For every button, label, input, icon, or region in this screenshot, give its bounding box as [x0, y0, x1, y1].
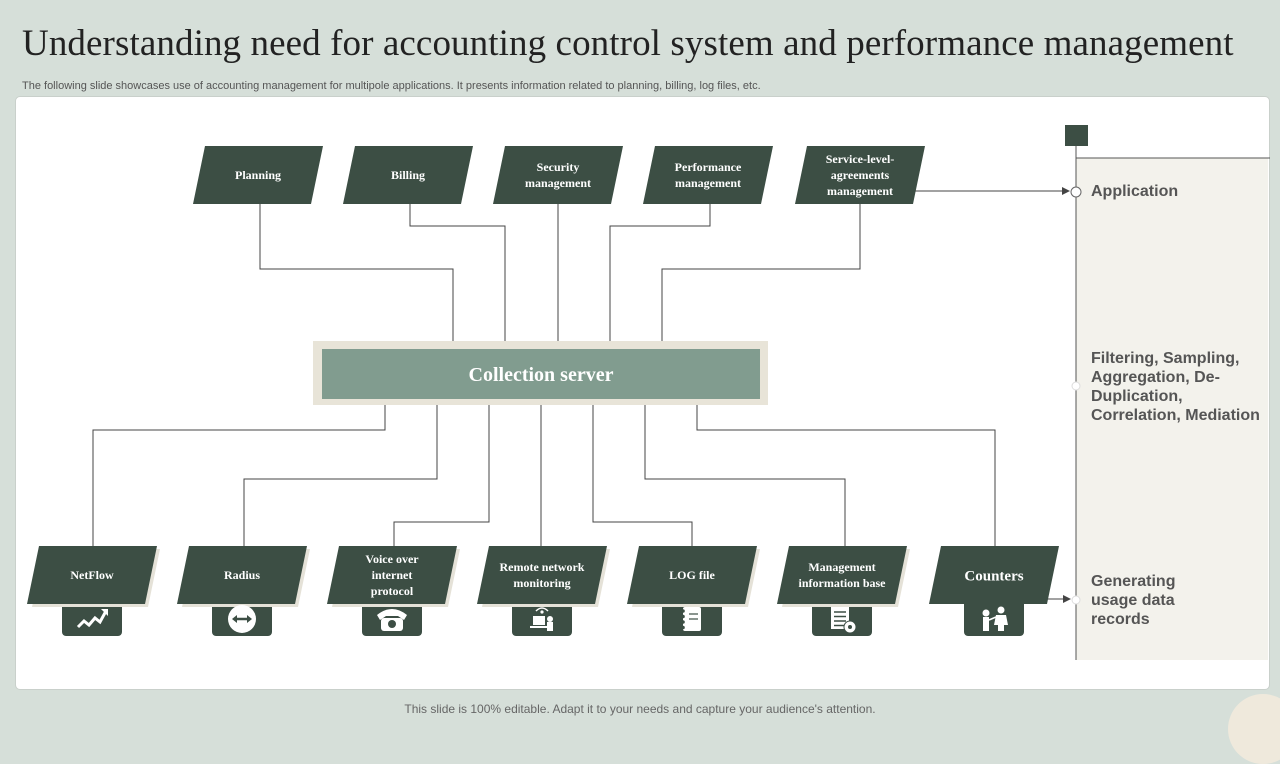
box-label-line: Remote network	[500, 560, 585, 574]
box-label-line: management	[675, 176, 741, 190]
bottom-box-remote: Remote network monitoring	[477, 546, 610, 636]
box-label-line: Planning	[235, 168, 281, 182]
label-generating: Generating usage data records	[1091, 573, 1176, 628]
box-label-line: NetFlow	[70, 568, 114, 582]
box-label-line: Counters	[964, 568, 1023, 584]
side-axis	[1065, 125, 1270, 660]
network-monitor-icon	[530, 607, 553, 631]
box-label-line: Performance	[675, 160, 742, 174]
axis-node-generating	[1071, 595, 1081, 605]
icon-tab	[62, 598, 122, 636]
bottom-boxes: NetFlow Radius Voice over internet protocol R…	[27, 546, 1059, 636]
box-label-line: protocol	[371, 584, 414, 598]
box-label-line: monitoring	[513, 576, 570, 590]
bottom-box-shape	[929, 546, 1059, 604]
icon-tab	[964, 598, 1024, 636]
top-box-performance: Performance management	[643, 146, 773, 204]
axis-node-application	[1070, 186, 1082, 198]
label-application: Application	[1091, 183, 1179, 200]
bottom-box-shape	[327, 546, 457, 604]
box-label-line: agreements	[831, 168, 890, 182]
bottom-box-netflow: NetFlow	[27, 546, 160, 636]
bottom-box-shape	[477, 546, 607, 604]
top-box-billing: Billing	[343, 146, 473, 204]
footer-note: This slide is 100% editable. Adapt it to…	[404, 702, 876, 716]
bottom-box-radius: Radius	[177, 546, 310, 636]
telephone-icon	[377, 609, 407, 631]
bottom-box-voip: Voice over internet protocol	[327, 546, 460, 636]
label-filtering: Filtering, Sampling, Aggregation, De-Dup…	[1091, 350, 1260, 424]
top-connectors	[259, 204, 861, 349]
collection-server-label: Collection server	[469, 364, 614, 386]
axis-marker	[1065, 125, 1088, 146]
box-label-line: management	[827, 184, 893, 198]
bottom-connectors	[92, 400, 996, 546]
side-column	[1076, 158, 1268, 660]
bidirectional-arrow-icon	[228, 605, 256, 633]
top-box-shape	[493, 146, 623, 204]
architecture-diagram: Collection server Planning Billing Securit…	[27, 125, 1270, 660]
box-label-line: information base	[799, 576, 887, 590]
bottom-box-mib: Management information base	[777, 546, 910, 636]
top-box-shape	[193, 146, 323, 204]
bottom-box-log: LOG file	[627, 546, 760, 636]
box-label-line: Voice over	[365, 552, 419, 566]
box-label-line: Service-level-	[826, 152, 895, 166]
trend-chart-icon	[76, 609, 108, 629]
top-box-shape	[795, 146, 925, 204]
bottom-box-shape	[177, 546, 307, 604]
bottom-box-shape	[627, 546, 757, 604]
top-box-shape	[643, 146, 773, 204]
box-label-line: Radius	[224, 568, 260, 582]
bottom-box-shape	[27, 546, 157, 604]
box-label-line: Management	[808, 560, 875, 574]
bottom-box-counters: Counters	[929, 546, 1059, 636]
axis-node-filtering	[1071, 381, 1081, 391]
notebook-icon	[681, 607, 701, 631]
bottom-box-shape	[777, 546, 907, 604]
top-box-shape	[343, 146, 473, 204]
box-label-line: internet	[372, 568, 413, 582]
box-label-line: Billing	[391, 168, 425, 182]
box-label-line: management	[525, 176, 591, 190]
top-box-sla: Service-level-agreements management	[795, 146, 925, 204]
icon-tab	[362, 598, 422, 636]
collection-server: Collection server	[313, 341, 768, 405]
top-box-planning: Planning	[193, 146, 323, 204]
box-label-line: LOG file	[669, 568, 715, 582]
people-icon	[982, 606, 1008, 631]
document-gear-icon	[831, 607, 857, 634]
top-box-security: Security management	[493, 146, 623, 204]
box-label-line: Security	[537, 160, 580, 174]
page-title: Understanding need for accounting contro…	[22, 23, 1234, 64]
page-subtitle: The following slide showcases use of acc…	[22, 80, 761, 92]
